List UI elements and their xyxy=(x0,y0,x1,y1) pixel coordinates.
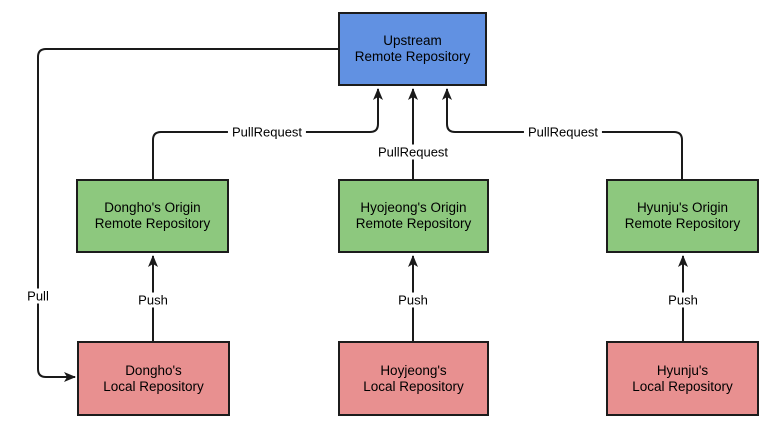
node-label-line2: Remote Repository xyxy=(94,216,211,231)
node-label-line2: Local Repository xyxy=(363,378,464,394)
node-label-line2: Local Repository xyxy=(632,378,733,394)
node-hyunju-local-repository: Hyunju's Local Repository xyxy=(606,341,759,416)
node-label-line1: Dongho's Origin xyxy=(104,200,201,215)
node-label-line2: Remote Repository xyxy=(355,216,472,231)
node-dongho-local-repository: Dongho's Local Repository xyxy=(77,341,230,416)
node-hyunju-origin-remote-repository: Hyunju's Origin Remote Repository xyxy=(606,179,759,253)
node-label-line1: Upstream xyxy=(383,33,442,48)
pull-arrow xyxy=(37,48,338,382)
edge-label-push-dongho: Push xyxy=(134,292,172,308)
node-hyojeong-origin-remote-repository: Hyojeong's Origin Remote Repository xyxy=(338,179,489,253)
edge-label-pull: Pull xyxy=(23,288,53,304)
edge-label-pullrequest-hyojeong: PullRequest xyxy=(373,144,453,160)
node-dongho-origin-remote-repository: Dongho's Origin Remote Repository xyxy=(76,179,229,253)
edge-label-pullrequest-dongho: PullRequest xyxy=(227,124,307,140)
node-label-line2: Remote Repository xyxy=(354,49,471,64)
node-label-line2: Local Repository xyxy=(103,378,204,394)
node-upstream-remote-repository: Upstream Remote Repository xyxy=(338,12,487,86)
edge-label-push-hyunju: Push xyxy=(664,292,702,308)
node-label-line1: Hoyjeong's xyxy=(380,362,447,378)
node-label-line2: Remote Repository xyxy=(624,216,741,231)
node-hoyjeong-local-repository: Hoyjeong's Local Repository xyxy=(338,341,489,416)
edge-label-push-hoyjeong: Push xyxy=(394,292,432,308)
edge-label-pullrequest-hyunju: PullRequest xyxy=(523,124,603,140)
node-label-line1: Hyojeong's Origin xyxy=(360,200,467,215)
node-label-line1: Hyunju's xyxy=(656,362,709,378)
node-label-line1: Dongho's xyxy=(125,362,182,378)
node-label-line1: Hyunju's Origin xyxy=(636,200,729,215)
